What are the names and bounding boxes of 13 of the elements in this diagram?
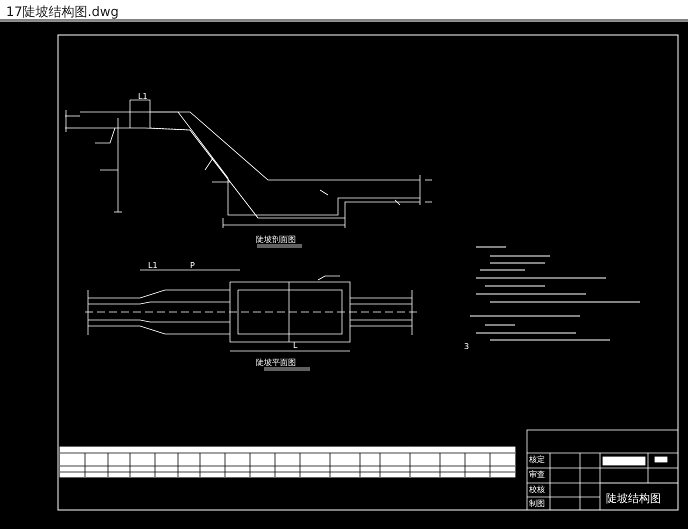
- dimension-label: L1: [138, 93, 148, 101]
- dimension-label: L: [293, 342, 298, 350]
- note-number: 3: [464, 343, 470, 351]
- drawing-caption: 陡坡剖面图: [256, 236, 296, 244]
- file-name: 17陡坡结构图.dwg: [6, 4, 119, 21]
- dimension-label: P: [190, 262, 195, 270]
- dimension-label: L1: [148, 262, 158, 270]
- title-block-label: 校核: [529, 486, 545, 494]
- title-block-label: 审查: [529, 471, 545, 479]
- title-block-label: 制图: [529, 500, 545, 508]
- drawing-caption: 陡坡平面图: [256, 359, 296, 367]
- drawing-title: 陡坡结构图: [606, 493, 661, 504]
- title-block-label: 核定: [529, 456, 545, 464]
